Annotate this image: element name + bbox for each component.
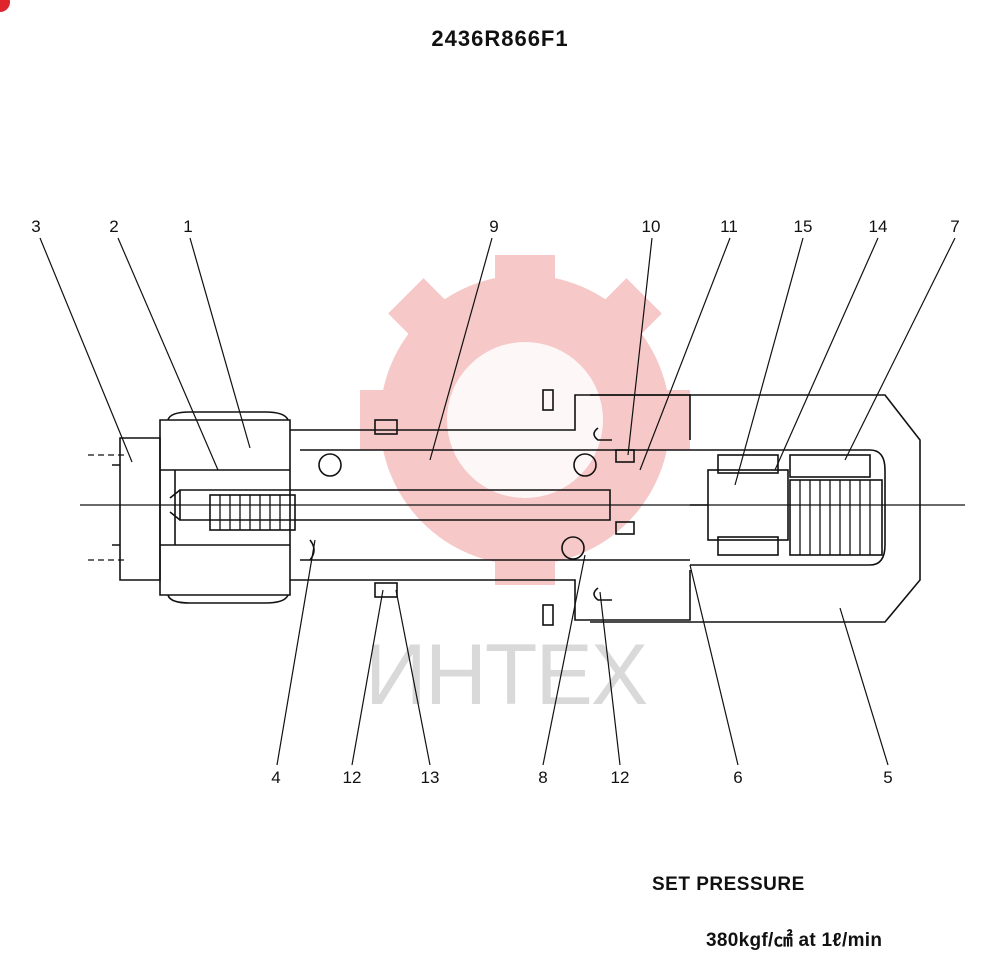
callout-9: 9 <box>489 217 499 236</box>
callout-5: 5 <box>883 768 893 787</box>
spring-left <box>209 494 296 531</box>
ball-upper-left <box>318 453 342 477</box>
poppet-rod-part-4 <box>179 489 611 521</box>
set-pressure-value: 380kgf/㎠ at 1ℓ/min <box>706 930 883 951</box>
callout-15: 15 <box>793 217 813 236</box>
ball-lower-right <box>561 536 585 560</box>
callout-4: 4 <box>271 768 281 787</box>
callout-13: 13 <box>420 768 440 787</box>
part-number-title: 2436R866F1 <box>431 26 569 51</box>
o-ring-part-11 <box>615 449 635 463</box>
callout-12b: 12 <box>610 768 630 787</box>
o-ring-part-12 <box>374 582 398 598</box>
cap-part-3 <box>119 437 161 581</box>
callout-1: 1 <box>183 217 193 236</box>
callout-7: 7 <box>950 217 960 236</box>
housing-part-5 <box>590 394 921 623</box>
callout-2: 2 <box>109 217 119 236</box>
o-ring-upper <box>374 419 398 435</box>
callout-6: 6 <box>733 768 743 787</box>
callout-8: 8 <box>538 768 548 787</box>
callout-14: 14 <box>868 217 888 236</box>
callout-10: 10 <box>641 217 661 236</box>
spring-part-7 <box>789 479 883 556</box>
corner-logo-mark <box>0 0 10 12</box>
callout-3: 3 <box>31 217 41 236</box>
callout-11: 11 <box>720 217 738 236</box>
nut-part-1 <box>159 419 291 596</box>
set-pressure-label: SET PRESSURE <box>652 874 805 895</box>
sleeve-part-9 <box>290 394 691 440</box>
callout-12a: 12 <box>342 768 362 787</box>
